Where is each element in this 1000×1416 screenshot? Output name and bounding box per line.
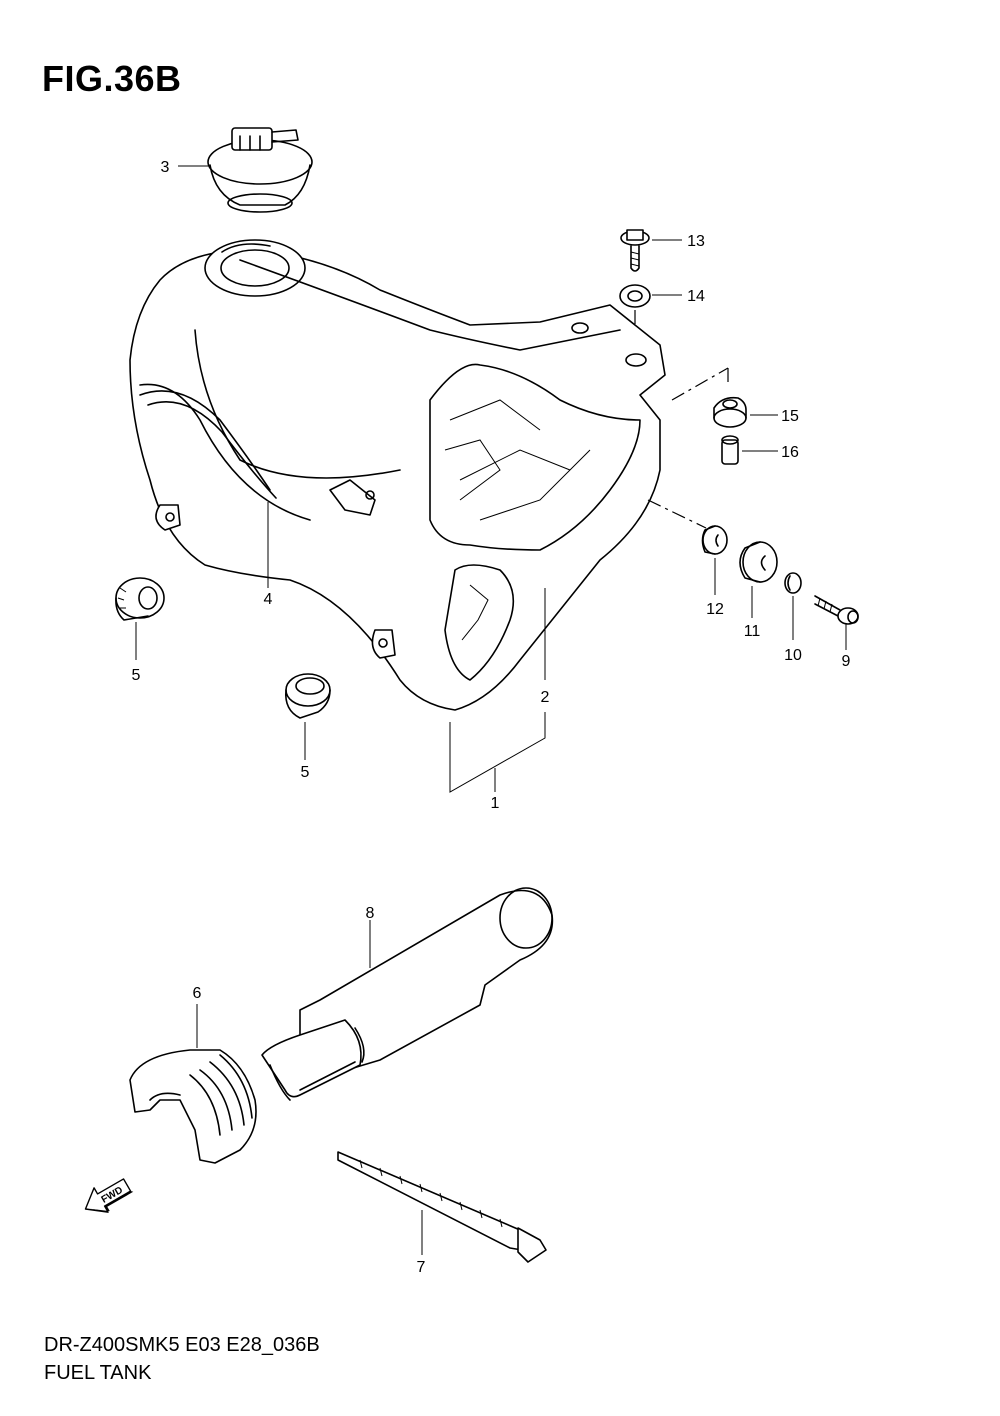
forward-arrow-icon: FWD (84, 1178, 134, 1213)
callout-3: 3 (161, 159, 170, 176)
fuel-tank-body[interactable] (129, 239, 666, 711)
callout-15: 15 (781, 408, 799, 425)
callout-1: 1 (491, 795, 500, 812)
callout-10: 10 (784, 647, 802, 664)
callout-5-left: 5 (132, 667, 141, 684)
figure-title: FIG.36B (42, 58, 182, 99)
grommet-part-14[interactable] (619, 284, 651, 308)
collar-part-16[interactable] (721, 435, 739, 465)
protector-part-8[interactable] (261, 887, 554, 1101)
washer-part-10[interactable] (784, 572, 802, 594)
cushion-part-15[interactable] (713, 396, 747, 428)
callout-5-bottom: 5 (301, 764, 310, 781)
section-name: FUEL TANK (44, 1362, 152, 1384)
bolt-part-13[interactable] (620, 229, 650, 272)
callout-13: 13 (687, 233, 705, 250)
callout-2: 2 (541, 689, 550, 706)
callout-6: 6 (193, 985, 202, 1002)
model-code: DR-Z400SMK5 E03 E28_036B (44, 1334, 320, 1356)
cable-tie-part-7[interactable] (337, 1151, 547, 1263)
fuel-cap-part[interactable] (207, 127, 313, 213)
damper-part-11[interactable] (739, 541, 778, 583)
bolt-part-9[interactable] (814, 595, 859, 625)
callout-9: 9 (842, 653, 851, 670)
damper-part-12[interactable] (701, 525, 728, 555)
cushion-rubber-part-5-left[interactable] (115, 577, 165, 621)
callout-7: 7 (417, 1259, 426, 1276)
callout-14: 14 (687, 288, 705, 305)
callout-8: 8 (366, 905, 375, 922)
callout-12: 12 (706, 601, 724, 618)
callout-11: 11 (744, 623, 761, 640)
callout-16: 16 (781, 444, 799, 461)
callout-4: 4 (264, 591, 273, 608)
clamp-part-6[interactable] (129, 1049, 257, 1164)
cushion-rubber-part-5-bottom[interactable] (284, 673, 331, 719)
